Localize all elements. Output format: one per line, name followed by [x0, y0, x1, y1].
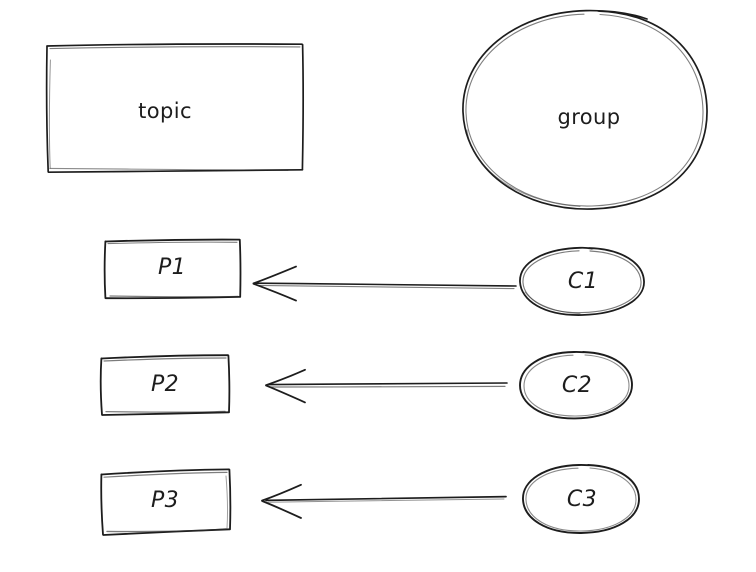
row-1-topic-label: P1	[158, 255, 186, 280]
row-1-edge-arrow[interactable]	[252, 265, 517, 302]
row-3-group-label: C3	[567, 487, 597, 512]
row-3-topic-label: P3	[151, 488, 179, 513]
row-2-topic-node[interactable]: P2	[99, 354, 231, 416]
row-3-group-node[interactable]: C3	[522, 464, 640, 534]
legend-group-shape[interactable]: group	[462, 9, 708, 210]
row-3-topic-node[interactable]: P3	[100, 468, 232, 536]
row-2-group-node[interactable]: C2	[519, 351, 633, 420]
legend-topic-shape[interactable]: topic	[45, 43, 304, 174]
row-3-edge-arrow[interactable]	[261, 483, 507, 519]
row-2-topic-label: P2	[151, 372, 179, 397]
legend-topic-label: topic	[138, 99, 192, 123]
row-1-group-node[interactable]: C1	[519, 246, 645, 316]
row-1-topic-node[interactable]: P1	[103, 238, 242, 300]
row-2-group-label: C2	[562, 373, 592, 398]
row-2-edge-arrow[interactable]	[265, 368, 508, 404]
legend-group-label: group	[558, 105, 621, 129]
row-1-group-label: C1	[568, 269, 598, 294]
